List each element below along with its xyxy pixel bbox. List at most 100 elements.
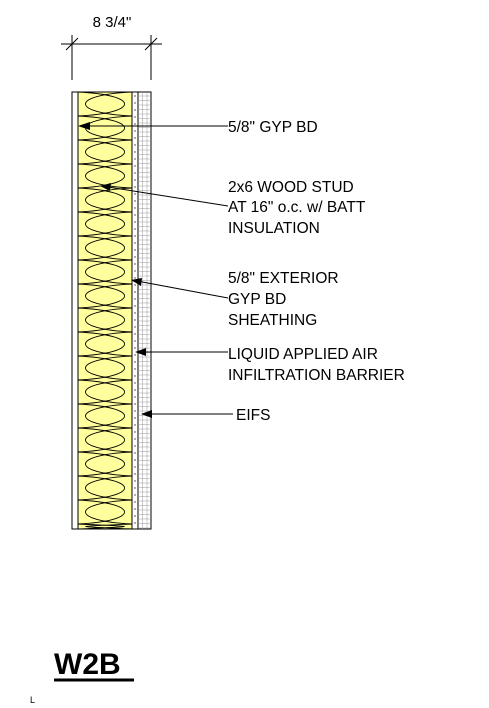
- leader-arrowheads: [78, 122, 152, 418]
- sheathing-dot: [134, 172, 136, 174]
- arrowhead-air-barrier: [135, 348, 146, 356]
- sheathing-dot: [134, 319, 136, 321]
- sheathing-dot: [134, 438, 136, 440]
- batt-insulation-pattern: [77, 91, 133, 530]
- callout-line: 5/8" EXTERIOR: [228, 270, 339, 287]
- sheathing-dot: [134, 102, 136, 104]
- callout-gyp-bd: 5/8" GYP BD: [228, 119, 318, 136]
- sheathing-dot: [134, 333, 136, 335]
- sheathing-dot: [134, 375, 136, 377]
- sheathing-dot: [134, 452, 136, 454]
- sheathing-dot: [134, 137, 136, 139]
- sheathing-dot: [134, 228, 136, 230]
- exterior-sheathing-layer: [131, 91, 139, 530]
- sheathing-dot: [134, 151, 136, 153]
- sheathing-dot: [134, 291, 136, 293]
- callout-ext-gyp: 5/8" EXTERIOR GYP BD SHEATHING: [228, 270, 339, 329]
- sheathing-dot: [134, 277, 136, 279]
- sheathing-dot: [134, 508, 136, 510]
- sheathing-dot: [134, 424, 136, 426]
- arrowhead-wood-stud: [100, 183, 111, 191]
- callout-line: GYP BD: [228, 291, 286, 308]
- sheathing-dot: [134, 116, 136, 118]
- sheathing-dot: [134, 494, 136, 496]
- sheathing-dot: [134, 221, 136, 223]
- leader-wood-stud: [107, 186, 229, 207]
- sheathing-dot: [134, 522, 136, 524]
- sheathing-dot: [134, 242, 136, 244]
- sheathing-dot: [134, 382, 136, 384]
- sheathing-dot: [134, 207, 136, 209]
- sheathing-dot: [134, 130, 136, 132]
- arrowhead-gyp-bd: [78, 122, 90, 130]
- dimension-line: [61, 35, 162, 80]
- sheathing-dot: [134, 389, 136, 391]
- callout-line: 5/8" GYP BD: [228, 119, 318, 136]
- sheathing-dot: [134, 95, 136, 97]
- callout-wood-stud: 2x6 WOOD STUD AT 16" o.c. w/ BATT INSULA…: [228, 179, 366, 237]
- leader-ext-gyp: [136, 280, 229, 299]
- sheathing-dot: [134, 123, 136, 125]
- sheathing-dot: [134, 249, 136, 251]
- leader-lines: [85, 125, 233, 415]
- sheathing-dot: [134, 312, 136, 314]
- sheathing-dot: [134, 165, 136, 167]
- sheathing-dot: [134, 193, 136, 195]
- sheathing-dot: [134, 445, 136, 447]
- sheathing-dot: [134, 396, 136, 398]
- sheathing-dot: [134, 480, 136, 482]
- callout-line: EIFS: [236, 407, 270, 424]
- sheathing-dot: [134, 284, 136, 286]
- callout-line: INFILTRATION BARRIER: [228, 367, 405, 384]
- sheathing-dot: [134, 410, 136, 412]
- sheathing-dot: [134, 347, 136, 349]
- sheathing-dot: [134, 214, 136, 216]
- sheathing-dot: [134, 235, 136, 237]
- callout-line: INSULATION: [228, 220, 320, 237]
- callout-line: 2x6 WOOD STUD: [228, 179, 354, 196]
- sheathing-dot: [134, 144, 136, 146]
- eifs-layer: [137, 91, 152, 530]
- sheathing-dot: [134, 200, 136, 202]
- detail-tag: W2B: [54, 648, 121, 681]
- arrowhead-eifs: [141, 410, 152, 418]
- sheathing-dot: [134, 305, 136, 307]
- sheathing-dot: [134, 466, 136, 468]
- sheathing-dot: [134, 186, 136, 188]
- arrowhead-ext-gyp: [131, 278, 142, 286]
- eifs-grid-path: [138, 92, 151, 529]
- sheathing-dot: [134, 487, 136, 489]
- sheathing-dot: [134, 473, 136, 475]
- sheathing-dot: [134, 417, 136, 419]
- sheathing-dot: [134, 298, 136, 300]
- sheathing-dot: [134, 354, 136, 356]
- callout-line: AT 16" o.c. w/ BATT: [228, 199, 366, 216]
- gyp-board-layer: [71, 91, 79, 530]
- sheathing-dot: [134, 403, 136, 405]
- dimension-text: 8 3/4": [93, 14, 132, 31]
- sheathing-dot: [134, 109, 136, 111]
- sheathing-dot: [134, 340, 136, 342]
- sheathing-dot: [134, 158, 136, 160]
- batt-loop-path: [77, 91, 133, 530]
- sheathing-dot: [134, 431, 136, 433]
- sheathing-dot: [134, 256, 136, 258]
- sheathing-dot: [134, 515, 136, 517]
- callout-eifs: EIFS: [236, 407, 270, 424]
- sheathing-dot: [134, 326, 136, 328]
- sheathing-dot: [134, 368, 136, 370]
- sheathing-dot: [134, 459, 136, 461]
- sheathing-hatch: [134, 95, 136, 524]
- callout-line: LIQUID APPLIED AIR: [228, 346, 378, 363]
- sheathing-dot: [134, 501, 136, 503]
- wall-assembly: [71, 91, 152, 530]
- sheathing-dot: [134, 270, 136, 272]
- callout-air-barrier: LIQUID APPLIED AIR INFILTRATION BARRIER: [228, 346, 405, 384]
- sheathing-dot: [134, 179, 136, 181]
- eifs-hatch: [138, 92, 151, 529]
- sheathing-dot: [134, 361, 136, 363]
- sheathing-dot: [134, 263, 136, 265]
- callout-line: SHEATHING: [228, 312, 317, 329]
- corner-mark: L: [30, 695, 35, 705]
